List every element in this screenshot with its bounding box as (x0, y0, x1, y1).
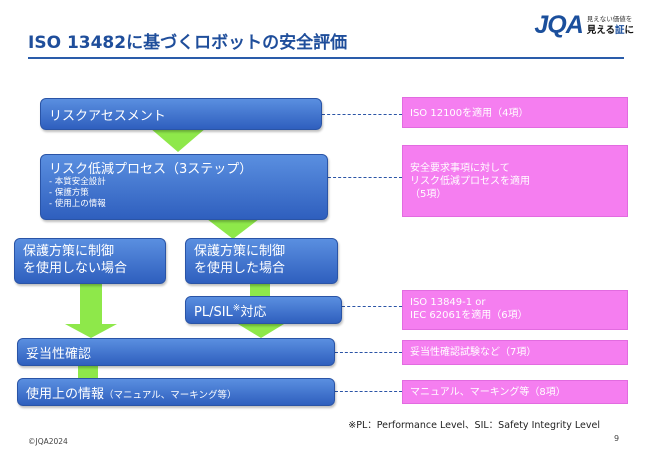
step-inherent-design: - 本質安全設計 (49, 177, 106, 187)
arrow-shaft-6 (78, 365, 98, 379)
validation-label: 妥当性確認 (26, 347, 92, 362)
page-number: 9 (614, 434, 620, 443)
arrow-shaft-4 (250, 283, 270, 297)
note-iso13849-line2: IEC 62061を適用（6項） (410, 310, 528, 321)
title-underline (28, 57, 624, 59)
info-for-use-note: （マニュアル、マーキング等） (104, 390, 237, 401)
validation-box: 妥当性確認 (17, 338, 335, 366)
logo-tagline-part-c: に (624, 25, 634, 36)
logo-tagline-part-b: 証 (614, 25, 625, 36)
info-for-use-box: 使用上の情報（マニュアル、マーキング等） (17, 378, 335, 406)
logo-tagline-line1: 見えない価値を (586, 15, 633, 23)
pl-sil-suffix: 対応 (240, 305, 267, 320)
risk-reduction-box: リスク低減プロセス（3ステップ） - 本質安全設計 - 保護方策 - 使用上の情… (40, 154, 328, 220)
step-information-for-use: - 使用上の情報 (49, 199, 106, 209)
arrow-down-3 (65, 324, 117, 338)
note-iso12100-text: ISO 12100を適用（4項） (410, 108, 529, 119)
footnote: ※PL：Performance Level、SIL：Safety Integri… (348, 420, 600, 431)
with-control-box: 保護方策に制御 を使用した場合 (185, 238, 338, 284)
risk-assessment-label: リスクアセスメント (49, 109, 166, 124)
connector-2 (328, 177, 402, 178)
step-protective-measures: - 保護方策 (49, 188, 89, 198)
note-iso13849-line1: ISO 13849-1 or (410, 297, 486, 308)
with-control-line2: を使用した場合 (194, 261, 286, 276)
note-safety-requirements: 安全要求事項に対して リスク低減プロセスを適用 （5項） (402, 145, 628, 217)
logo-tagline-line2: 見える証に (587, 25, 634, 36)
arrow-shaft-3 (80, 283, 102, 325)
note-manual-marking-text: マニュアル、マーキング等（8項） (410, 387, 566, 398)
note-safety-req-line3: （5項） (410, 189, 447, 200)
pl-sil-box: PL/SIL※対応 (185, 296, 342, 324)
copyright: ©JQA2024 (28, 437, 68, 446)
connector-5 (335, 391, 402, 392)
note-validation-test-text: 妥当性確認試験など（7項） (410, 347, 537, 358)
note-iso12100: ISO 12100を適用（4項） (402, 97, 628, 128)
note-iso13849: ISO 13849-1 or IEC 62061を適用（6項） (402, 290, 628, 330)
note-safety-req-line1: 安全要求事項に対して (410, 163, 510, 174)
note-safety-req-line2: リスク低減プロセスを適用 (410, 176, 530, 187)
logo-tagline-part-a: 見える (586, 25, 615, 36)
arrow-down-1 (150, 128, 206, 152)
with-control-line1: 保護方策に制御 (194, 244, 286, 259)
pl-sil-mark: ※ (232, 303, 241, 314)
no-control-box: 保護方策に制御 を使用しない場合 (14, 238, 166, 284)
note-validation-test: 妥当性確認試験など（7項） (402, 340, 628, 365)
no-control-line2: を使用しない場合 (23, 261, 128, 276)
pl-sil-text: PL/SIL (194, 305, 233, 320)
no-control-line1: 保護方策に制御 (23, 244, 115, 259)
connector-4 (335, 352, 402, 353)
risk-assessment-box: リスクアセスメント (40, 98, 322, 130)
pl-sil-label: PL/SIL※対応 (194, 303, 267, 320)
logo-text: JQA (534, 10, 583, 39)
logo-tagline: 見えない価値を 見える証に (587, 14, 634, 36)
risk-reduction-label: リスク低減プロセス（3ステップ） (49, 162, 253, 177)
connector-3 (342, 306, 402, 307)
note-manual-marking: マニュアル、マーキング等（8項） (402, 380, 628, 404)
arrow-down-2 (207, 219, 259, 239)
info-for-use-label: 使用上の情報 (26, 387, 105, 402)
page-title: ISO 13482に基づくロボットの安全評価 (28, 33, 348, 53)
jqa-logo: JQA 見えない価値を 見える証に (534, 10, 634, 39)
arrow-down-5 (238, 324, 284, 338)
connector-1 (322, 114, 402, 115)
